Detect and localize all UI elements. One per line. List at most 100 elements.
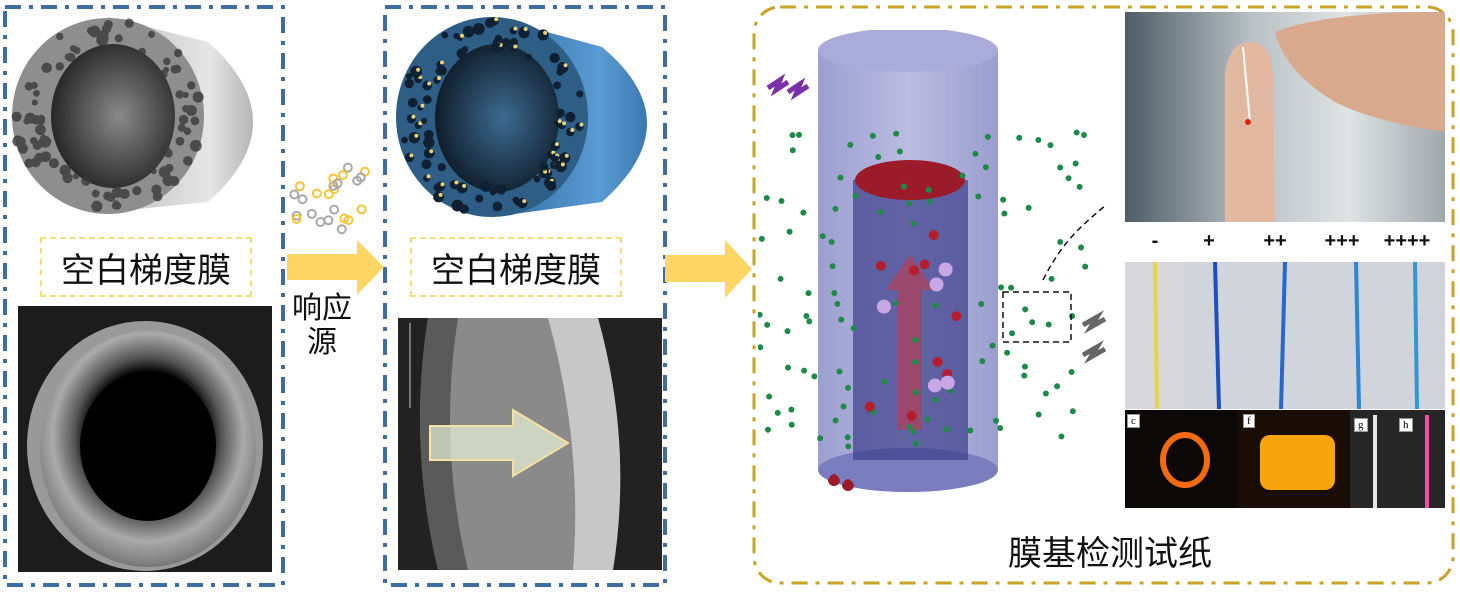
green-particle bbox=[1022, 306, 1029, 313]
pore bbox=[189, 139, 202, 152]
pore bbox=[148, 31, 155, 38]
green-particle bbox=[927, 198, 934, 205]
pore bbox=[423, 129, 434, 140]
red-blood-cell bbox=[864, 401, 875, 412]
green-particle bbox=[989, 342, 996, 349]
pore bbox=[175, 90, 185, 99]
green-particle bbox=[1069, 313, 1076, 320]
loaded-particle bbox=[418, 121, 423, 126]
green-particle bbox=[1035, 136, 1042, 143]
green-particle bbox=[912, 336, 919, 343]
green-particle bbox=[877, 209, 884, 216]
strip-level-labels: - + ++ +++ ++++ bbox=[1125, 230, 1445, 258]
green-particle bbox=[1081, 131, 1088, 138]
response-particle bbox=[332, 178, 343, 189]
loaded-particle bbox=[554, 142, 559, 147]
pore bbox=[91, 189, 100, 198]
green-particle bbox=[845, 443, 852, 450]
red-blood-cell bbox=[875, 260, 886, 271]
green-particle bbox=[1029, 319, 1036, 326]
pore bbox=[183, 127, 192, 136]
pore bbox=[554, 160, 567, 173]
pore bbox=[175, 136, 185, 146]
green-particle bbox=[896, 148, 903, 155]
white-blood-cell bbox=[929, 277, 944, 292]
pore bbox=[462, 25, 475, 38]
response-particle bbox=[342, 162, 353, 173]
green-particle bbox=[1068, 368, 1075, 375]
pore bbox=[24, 158, 34, 168]
green-particle bbox=[1001, 210, 1008, 217]
pore bbox=[41, 62, 52, 74]
loaded-particle bbox=[437, 76, 442, 81]
pore bbox=[410, 65, 422, 78]
green-particle bbox=[764, 426, 771, 433]
green-particle bbox=[1004, 349, 1011, 356]
green-particle bbox=[912, 389, 919, 396]
pore bbox=[190, 116, 200, 126]
loaded-particle bbox=[462, 183, 467, 188]
green-particle bbox=[910, 428, 917, 435]
pore bbox=[103, 20, 113, 30]
level-plus-3: +++ bbox=[1324, 230, 1360, 252]
pore bbox=[62, 172, 73, 184]
pore bbox=[182, 91, 189, 99]
response-particle bbox=[291, 210, 302, 221]
green-particle bbox=[1078, 244, 1085, 251]
loaded-particle bbox=[416, 67, 421, 72]
pore bbox=[404, 78, 414, 89]
green-particle bbox=[788, 406, 795, 413]
green-particle bbox=[1021, 372, 1028, 379]
green-particle bbox=[1042, 390, 1049, 397]
pore bbox=[152, 191, 163, 202]
white-blood-cell bbox=[876, 299, 891, 314]
pore bbox=[117, 191, 124, 198]
green-particle bbox=[819, 233, 826, 240]
pore bbox=[137, 47, 147, 56]
loaded-particle bbox=[440, 182, 445, 187]
green-particle bbox=[975, 193, 982, 200]
loaded-particle bbox=[440, 60, 445, 65]
pore bbox=[55, 62, 64, 71]
pore bbox=[423, 136, 435, 149]
pore bbox=[124, 18, 134, 28]
green-particle bbox=[803, 313, 810, 320]
pore bbox=[549, 52, 560, 64]
pore bbox=[576, 90, 584, 98]
loaded-particle bbox=[557, 119, 562, 124]
response-particle bbox=[355, 172, 366, 183]
loaded-particle bbox=[522, 199, 527, 204]
pore bbox=[422, 95, 432, 104]
response-particle bbox=[336, 224, 347, 235]
pore bbox=[423, 147, 435, 159]
finger-blood-sampling-photo bbox=[1125, 12, 1445, 222]
green-particle bbox=[788, 421, 795, 428]
pore bbox=[451, 199, 464, 212]
pore bbox=[480, 181, 492, 192]
green-particle bbox=[993, 417, 1000, 424]
green-particle bbox=[850, 325, 857, 332]
pore bbox=[421, 117, 428, 124]
loaded-membrane-sem-image bbox=[398, 318, 662, 570]
response-particle bbox=[297, 194, 308, 205]
green-particle bbox=[758, 235, 765, 242]
green-particle bbox=[906, 424, 913, 431]
green-particle bbox=[1076, 183, 1083, 190]
green-particle bbox=[838, 316, 845, 323]
green-particle bbox=[978, 300, 985, 307]
response-particle bbox=[294, 181, 305, 192]
pore bbox=[56, 32, 64, 41]
pore bbox=[91, 200, 103, 212]
green-particle bbox=[847, 141, 854, 148]
pore bbox=[550, 141, 560, 151]
level-plus-4: ++++ bbox=[1383, 230, 1431, 252]
red-blood-cell bbox=[906, 410, 917, 421]
green-particle bbox=[925, 186, 932, 193]
green-particle bbox=[834, 300, 841, 307]
green-particle bbox=[806, 318, 813, 325]
pore bbox=[539, 162, 549, 171]
pore bbox=[163, 57, 171, 66]
panel-tag-g: g bbox=[1354, 418, 1368, 432]
pore bbox=[437, 163, 446, 172]
green-particle bbox=[982, 164, 989, 171]
